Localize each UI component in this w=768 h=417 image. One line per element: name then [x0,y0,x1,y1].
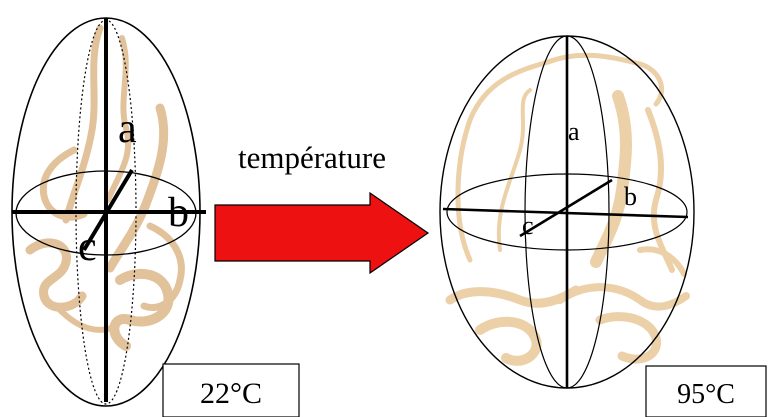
left-axis-label-b: b [168,190,189,236]
right-protein-figure: a b c 95°C [439,35,767,417]
right-axis-label-c: c [522,211,534,240]
right-protein-ribbon [445,52,690,366]
left-protein-figure: a b c 22°C [11,17,300,417]
right-temperature-label: 95°C [677,379,735,410]
left-temperature-box: 22°C [162,363,300,417]
right-axes [442,36,689,388]
heating-arrow: température [214,140,430,275]
left-protein-ribbon [25,24,185,351]
right-axis-label-a: a [568,117,580,146]
left-temperature-label: 22°C [200,377,262,410]
right-temperature-box: 95°C [645,365,767,417]
left-axis-label-a: a [118,106,137,152]
arrow-label: température [238,140,386,175]
left-axes [12,18,206,402]
arrow-shape [214,191,430,275]
right-axis-label-b: b [624,182,637,211]
left-axis-label-c: c [78,224,97,270]
